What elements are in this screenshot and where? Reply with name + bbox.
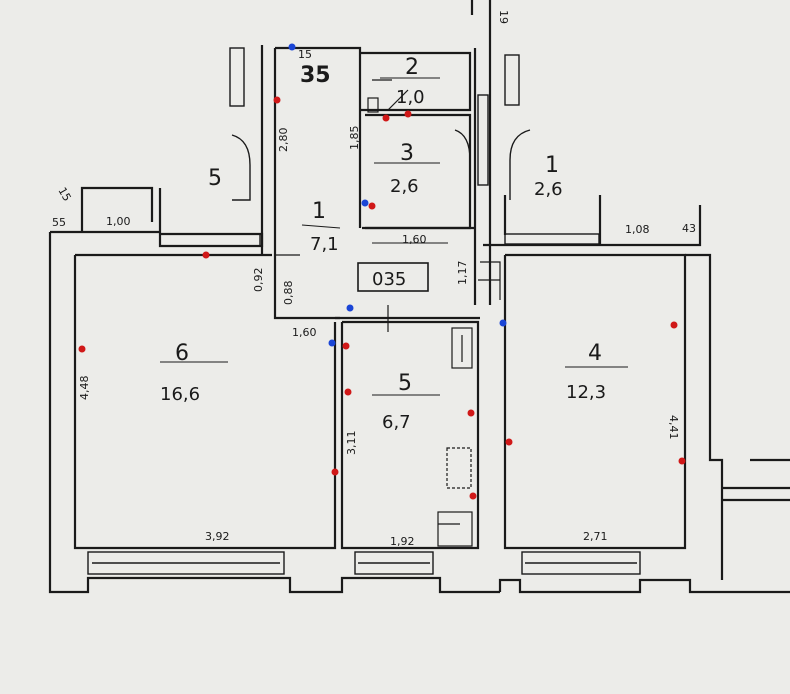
red-marker [467,409,475,417]
right-balcony-number: 1 [545,153,559,178]
apartment-number: 35 [300,63,331,88]
dim-door-small: 0,92 [252,268,265,293]
right-balcony-area: 2,6 [534,179,563,200]
dim-left-55: 55 [52,216,66,229]
dim-top-15: 15 [298,48,312,61]
room-5-number: 5 [398,371,412,396]
red-marker [342,342,350,350]
room-2-area: 1,0 [396,87,425,108]
blue-marker [288,43,296,51]
dim-door-right: 1,17 [456,261,469,286]
dim-bath-height: 1,85 [348,126,361,151]
dim-hall-height: 2,80 [277,128,290,153]
red-marker [382,114,390,122]
room-1-number: 1 [312,199,326,224]
red-marker [368,202,376,210]
dim-room5-width: 1,92 [390,535,415,548]
blue-marker [361,199,369,207]
room-6-number: 6 [175,341,189,366]
corridor-label-box [357,262,429,292]
red-marker [344,388,352,396]
dim-room6-height: 4,48 [78,376,91,401]
red-marker [78,345,86,353]
dim-room6-width: 3,92 [205,530,230,543]
blue-marker [328,339,336,347]
room-4-area: 12,3 [566,382,606,403]
room-6-area: 16,6 [160,384,200,405]
red-marker [331,468,339,476]
red-marker [678,457,686,465]
dim-room5-height: 3,11 [345,431,358,456]
fixtures [367,89,473,547]
dim-right-43: 43 [682,222,696,235]
left-stair-number: 5 [208,166,222,191]
dim-left-top: 1,00 [106,215,131,228]
dim-right-top: 1,08 [625,223,650,236]
room-4-number: 4 [588,341,602,366]
red-marker [202,251,210,259]
dim-door-small2: 0,88 [282,281,295,306]
dim-top-19: 19 [497,10,510,24]
dim-room4-height: 4,41 [667,415,680,440]
room-1-area: 7,1 [310,234,339,255]
room-3-number: 3 [400,141,414,166]
red-marker [505,438,513,446]
room-5-area: 6,7 [382,412,411,433]
dimension-lines [160,77,628,396]
red-marker [273,96,281,104]
niches [231,129,531,210]
room-2-number: 2 [405,55,419,80]
corridor-label: 035 [372,269,406,290]
windows [87,47,641,575]
red-marker [469,492,477,500]
dim-corridor-width: 1,60 [402,233,427,246]
marker-points [78,43,686,500]
red-marker [404,110,412,118]
blue-marker [499,319,507,327]
dim-hall-width: 1,60 [292,326,317,339]
room-3-area: 2,6 [390,176,419,197]
red-marker [670,321,678,329]
dim-left-15: 15 [55,185,73,204]
doors [275,79,501,332]
blue-marker [346,304,354,312]
dim-room4-width: 2,71 [583,530,608,543]
